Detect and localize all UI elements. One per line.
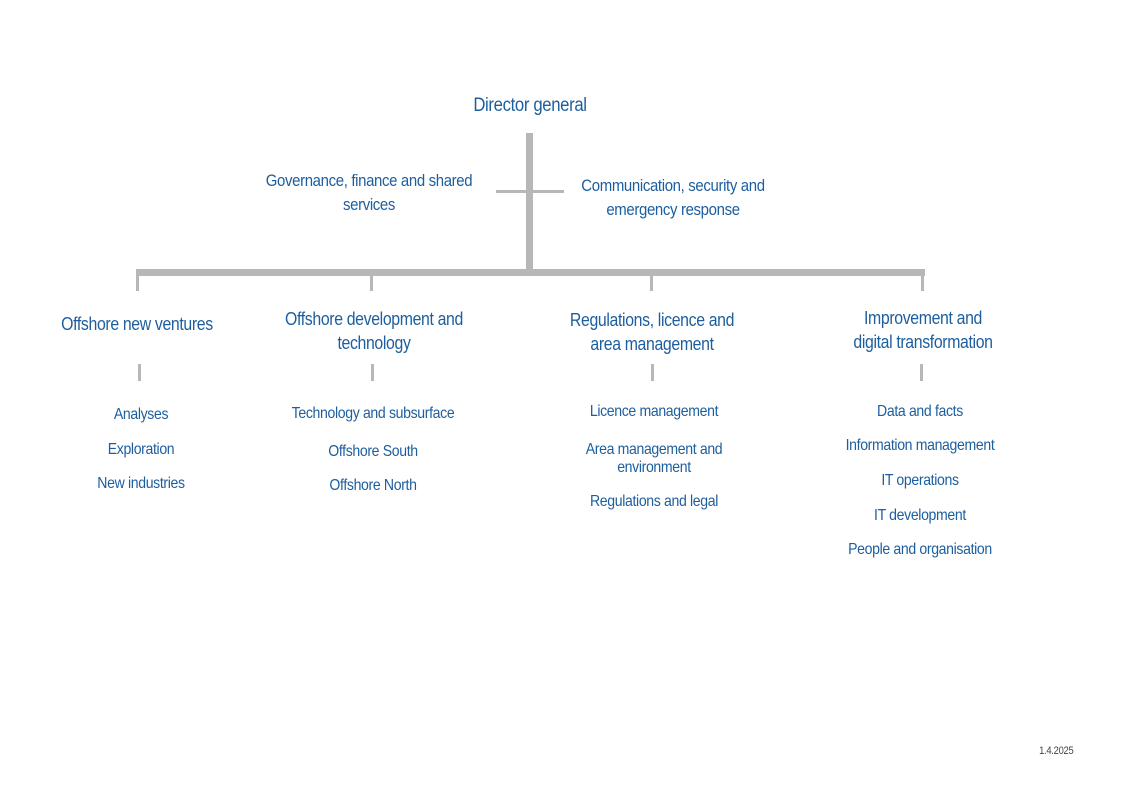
unit-technology-subsurface: Technology and subsurface: [291, 405, 455, 422]
unit-it-operations: IT operations: [881, 472, 959, 489]
dept-2-label: Offshore development and technology: [264, 307, 484, 355]
staff-left-line2: services: [342, 195, 396, 214]
unit-data-facts: Data and facts: [877, 403, 963, 420]
dept-4-connector: [921, 274, 924, 291]
unit-offshore-north: Offshore North: [329, 477, 417, 494]
dept-3-connector: [650, 274, 653, 291]
staff-left-line1: Governance, finance and shared: [265, 171, 473, 190]
dept-2-unit-connector: [371, 364, 374, 381]
dept-2-connector: [370, 274, 373, 291]
unit-people-organisation: People and organisation: [848, 541, 992, 558]
staff-left-label: Governance, finance and shared services: [237, 169, 501, 217]
dept-2-line2: technology: [337, 333, 411, 353]
unit-area-management-line2: environment: [617, 459, 691, 476]
staff-right-line2: emergency response: [606, 200, 740, 219]
dept-1-line1: Offshore new ventures: [61, 314, 213, 334]
departments-horizontal-line: [136, 269, 925, 276]
unit-new-industries: New industries: [97, 475, 185, 492]
dept-4-line1: Improvement and: [863, 308, 982, 328]
dept-4-line2: digital transformation: [853, 332, 993, 352]
dept-4-unit-connector: [920, 364, 923, 381]
unit-analyses: Analyses: [113, 406, 169, 423]
dept-2-line1: Offshore development and: [285, 309, 463, 329]
dept-3-label: Regulations, licence and area management: [542, 308, 762, 356]
dept-1-unit-connector: [138, 364, 141, 381]
unit-regulations-legal: Regulations and legal: [589, 493, 719, 510]
date-label: 1.4.2025: [1038, 745, 1074, 757]
unit-it-development: IT development: [874, 507, 966, 524]
unit-licence-management: Licence management: [589, 403, 719, 420]
staff-horizontal-line: [496, 190, 564, 193]
staff-right-line1: Communication, security and: [581, 176, 765, 195]
unit-information-management: Information management: [845, 437, 995, 454]
dept-3-line1: Regulations, licence and: [569, 310, 735, 330]
dept-1-connector: [136, 274, 139, 291]
unit-exploration: Exploration: [107, 441, 175, 458]
director-general-label: Director general: [473, 95, 587, 116]
dept-3-line2: area management: [590, 334, 714, 354]
dept-1-label: Offshore new ventures: [27, 312, 247, 336]
director-vertical-line: [526, 133, 533, 272]
unit-area-management-line1: Area management and: [585, 441, 723, 458]
dept-4-label: Improvement and digital transformation: [813, 306, 1033, 354]
staff-right-label: Communication, security and emergency re…: [541, 174, 805, 222]
unit-offshore-south: Offshore South: [328, 443, 418, 460]
dept-3-unit-connector: [651, 364, 654, 381]
